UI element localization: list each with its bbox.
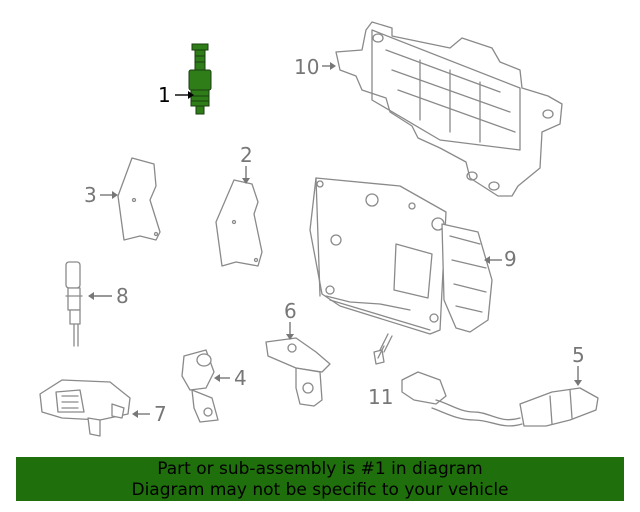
leader-7 [132, 410, 150, 418]
callout-5[interactable]: 5 [572, 343, 585, 367]
leader-3 [100, 191, 118, 199]
callout-6[interactable]: 6 [284, 299, 297, 323]
part-10-bracket[interactable] [335, 21, 563, 197]
callout-11[interactable]: 11 [368, 385, 393, 409]
part-11-bolt[interactable] [373, 333, 393, 365]
callout-7[interactable]: 7 [154, 402, 167, 426]
leader-4 [214, 374, 230, 382]
callout-4[interactable]: 4 [234, 366, 247, 390]
callout-2[interactable]: 2 [240, 143, 253, 167]
leader-9 [484, 256, 502, 264]
part-6-sensor[interactable] [265, 337, 331, 407]
leader-10 [322, 62, 336, 70]
part-1-highlighted[interactable] [188, 43, 212, 115]
callout-3[interactable]: 3 [84, 183, 97, 207]
callout-9[interactable]: 9 [504, 247, 517, 271]
callout-10[interactable]: 10 [294, 55, 319, 79]
part-8-temp-sensor[interactable] [65, 261, 83, 347]
leader-1 [175, 91, 194, 99]
banner-line-1: Part or sub-assembly is #1 in diagram [157, 459, 483, 479]
callout-1[interactable]: 1 [158, 83, 171, 107]
leader-6 [286, 322, 294, 340]
part-2-shield[interactable] [215, 179, 263, 267]
leader-8 [88, 292, 112, 300]
info-banner: Part or sub-assembly is #1 in diagram Di… [16, 457, 624, 501]
part-4-sensor-bracket[interactable] [181, 349, 219, 423]
leader-2 [242, 166, 250, 184]
banner-line-2: Diagram may not be specific to your vehi… [131, 480, 509, 500]
leader-5 [574, 366, 582, 386]
callout-8[interactable]: 8 [116, 284, 129, 308]
part-5-harness[interactable] [401, 371, 599, 427]
part-7-map-sensor[interactable] [39, 379, 131, 437]
part-3-shield[interactable] [117, 157, 161, 241]
part-9-ecm[interactable] [309, 177, 493, 335]
parts-diagram: 1 10 3 2 9 8 6 4 5 11 7 [39, 21, 599, 437]
